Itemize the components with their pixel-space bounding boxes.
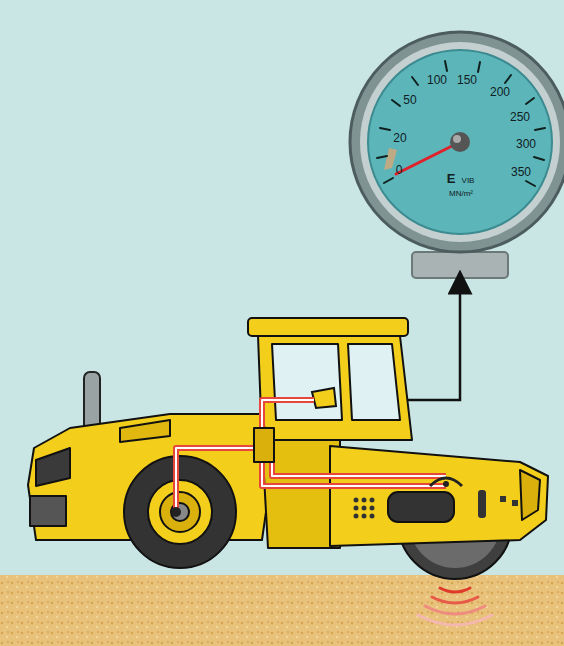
sensor-wiring	[171, 400, 462, 517]
scale-number: 0	[396, 164, 403, 176]
unit-label: VIB	[462, 177, 475, 185]
scale-number: 100	[427, 74, 447, 86]
scale-number: 300	[516, 138, 536, 150]
operator-cab	[248, 318, 412, 440]
scale-number: 50	[403, 94, 416, 106]
unit-label: MN/m²	[449, 190, 473, 198]
scale-number: 200	[490, 86, 510, 98]
rear-wheel	[124, 456, 236, 568]
scale-number: 150	[457, 74, 477, 86]
evib-gauge	[350, 32, 564, 278]
soil	[0, 575, 564, 646]
display-console	[312, 388, 336, 408]
unit-label: E	[447, 172, 456, 185]
drum-frame	[262, 440, 548, 548]
vibration-waves	[418, 588, 492, 625]
scale-number: 250	[510, 111, 530, 123]
scale-number: 350	[511, 166, 531, 178]
scale-number: 20	[393, 132, 406, 144]
